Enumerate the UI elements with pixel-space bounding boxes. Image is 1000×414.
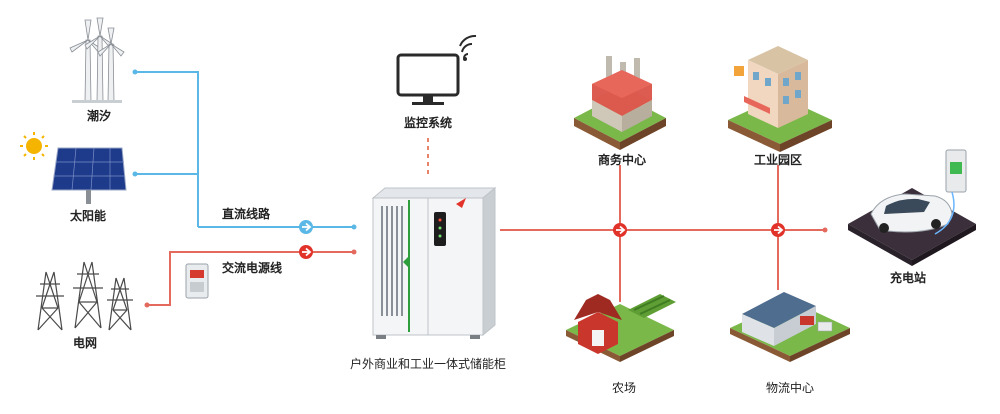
label-grid: 电网 (73, 335, 97, 350)
label-business: 商务中心 (598, 152, 646, 167)
label-solar: 太阳能 (70, 208, 106, 223)
junction-badge-business (613, 223, 627, 237)
label-industrial: 工业园区 (754, 152, 802, 167)
electric-meter-icon (185, 263, 209, 299)
ac-flow-badge (299, 245, 313, 259)
label-dc-line: 直流线路 (222, 206, 271, 221)
label-farm: 农场 (612, 381, 636, 395)
label-ac-line: 交流电源线 (222, 260, 282, 275)
factory-building-icon (574, 56, 666, 150)
dc-lines (135, 71, 354, 228)
office-building-icon (728, 46, 832, 152)
warehouse-icon (730, 292, 850, 362)
ac-line-grid (147, 251, 354, 306)
sun-icon (20, 132, 48, 160)
dc-line-tidal (135, 71, 199, 227)
storage-cabinet-icon (371, 186, 497, 339)
wind-turbine-icon (69, 17, 125, 103)
label-cabinet: 户外商业和工业一体式储能柜 (350, 356, 506, 371)
solar-panel-icon (51, 147, 127, 204)
label-monitor: 监控系统 (404, 115, 452, 130)
label-logistics: 物流中心 (766, 380, 814, 395)
dc-flow-badge (299, 220, 313, 234)
label-charging: 充电站 (890, 270, 926, 285)
power-tower-icon (36, 261, 133, 331)
barn-farm-icon (566, 294, 676, 362)
ev-charging-icon (848, 149, 976, 266)
monitor-wifi-icon (396, 34, 477, 105)
junction-badge-industrial (771, 223, 785, 237)
label-tidal: 潮汐 (87, 108, 111, 123)
